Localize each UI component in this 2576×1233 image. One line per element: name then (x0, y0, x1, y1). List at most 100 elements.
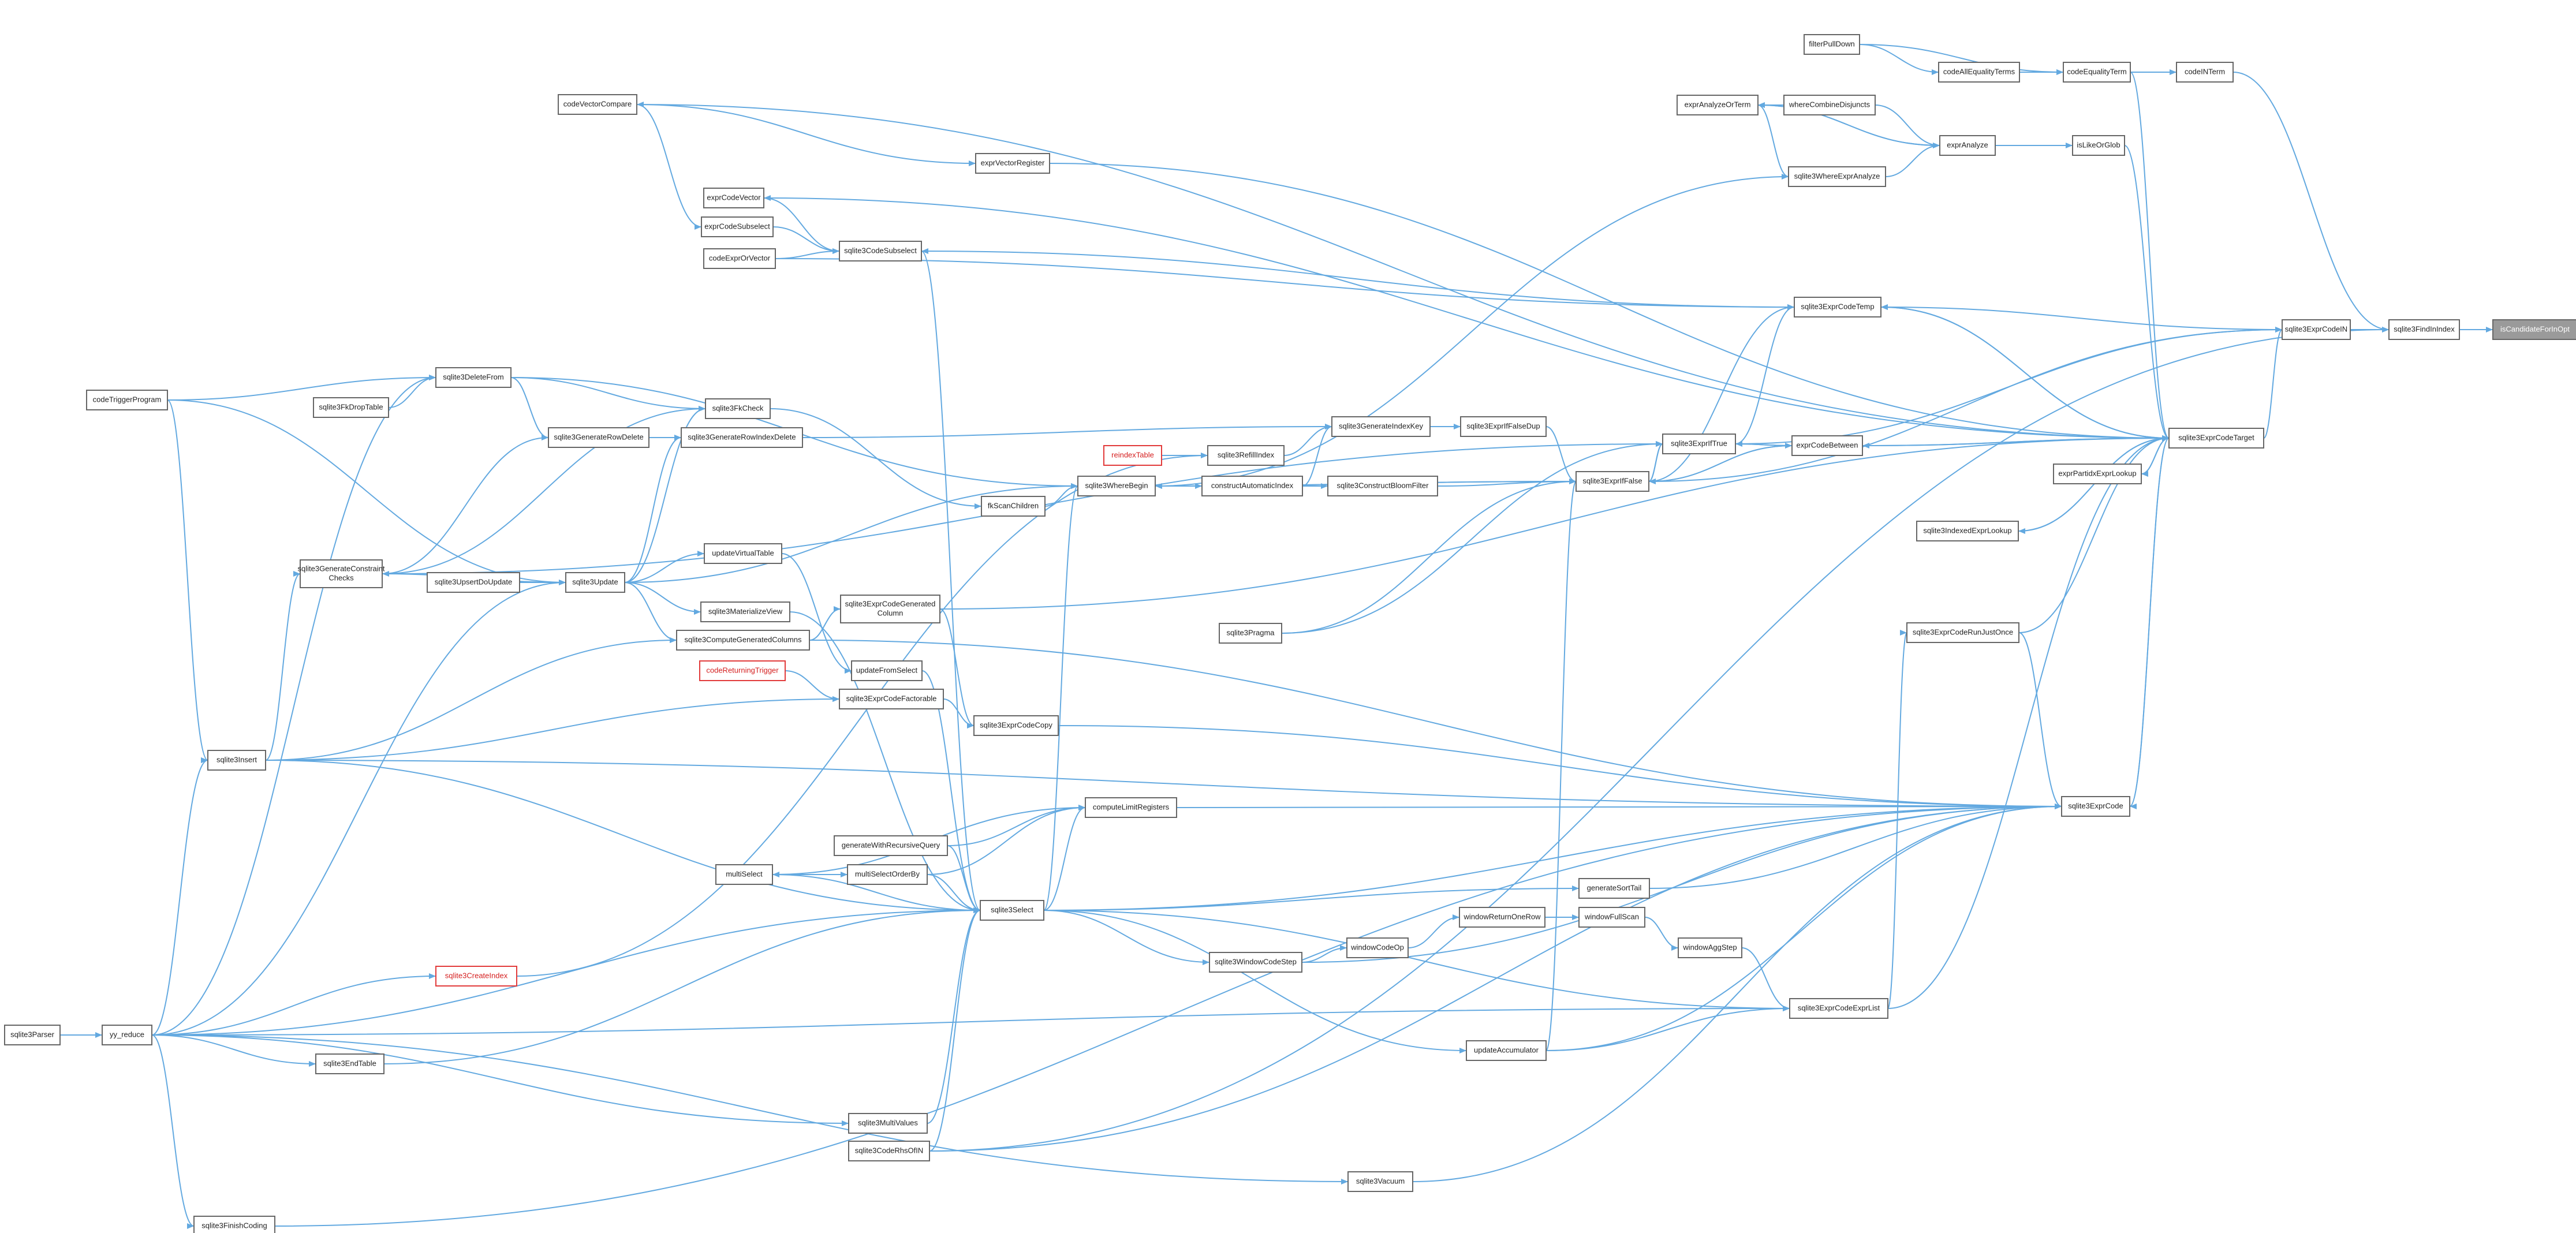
node-box[interactable] (313, 397, 389, 418)
node-box[interactable] (427, 572, 520, 593)
node-box[interactable] (2388, 319, 2460, 340)
node-sqlite3Vacuum[interactable]: sqlite3Vacuum (1347, 1171, 1413, 1192)
node-sqlite3WhereBegin[interactable]: sqlite3WhereBegin (1077, 476, 1156, 496)
node-updateAccumulator[interactable]: updateAccumulator (1466, 1040, 1547, 1061)
node-box[interactable] (703, 188, 764, 208)
node-sqlite3ExprIfFalse[interactable]: sqlite3ExprIfFalse (1576, 471, 1649, 492)
node-box[interactable] (1789, 998, 1888, 1019)
node-box[interactable] (2063, 62, 2131, 83)
node-codeEqualityTerm[interactable]: codeEqualityTerm (2063, 62, 2131, 83)
node-box[interactable] (703, 248, 776, 269)
node-sqlite3CodeRhsOfIN[interactable]: sqlite3CodeRhsOfIN (848, 1141, 930, 1161)
node-box[interactable] (102, 1025, 152, 1045)
node-sqlite3GenerateRowDelete[interactable]: sqlite3GenerateRowDelete (548, 427, 649, 448)
node-box[interactable] (2072, 135, 2125, 156)
node-box[interactable] (207, 750, 266, 771)
node-box[interactable] (1906, 622, 2019, 643)
node-box[interactable] (1459, 907, 1545, 928)
node-sqlite3FindInIndex[interactable]: sqlite3FindInIndex (2388, 319, 2460, 340)
node-sqlite3GenerateRowIndexDelete[interactable]: sqlite3GenerateRowIndexDelete (681, 427, 803, 448)
node-box[interactable] (2492, 319, 2576, 340)
node-box[interactable] (1085, 797, 1177, 818)
node-box[interactable] (1788, 166, 1886, 187)
node-sqlite3UpsertDoUpdate[interactable]: sqlite3UpsertDoUpdate (427, 572, 520, 593)
node-exprAnalyze[interactable]: exprAnalyze (1939, 135, 1996, 156)
node-constructAutomaticIndex[interactable]: constructAutomaticIndex (1201, 476, 1303, 496)
node-codeReturningTrigger[interactable]: codeReturningTrigger (699, 660, 786, 681)
node-box[interactable] (1466, 1040, 1547, 1061)
node-box[interactable] (1207, 445, 1285, 466)
node-box[interactable] (1662, 434, 1736, 454)
node-sqlite3Parser[interactable]: sqlite3Parser (4, 1025, 61, 1045)
node-box[interactable] (701, 216, 774, 237)
node-box[interactable] (2061, 796, 2130, 817)
node-box[interactable] (980, 900, 1044, 921)
node-box[interactable] (1578, 907, 1645, 928)
node-box[interactable] (1938, 62, 2020, 83)
node-exprCodeVector[interactable]: exprCodeVector (703, 188, 764, 208)
node-box[interactable] (1346, 937, 1409, 958)
node-box[interactable] (704, 543, 782, 564)
node-sqlite3ExprCodeFactorable[interactable]: sqlite3ExprCodeFactorable (839, 689, 944, 709)
node-box[interactable] (1578, 878, 1650, 899)
node-exprAnalyzeOrTerm[interactable]: exprAnalyzeOrTerm (1677, 95, 1759, 115)
node-sqlite3ExprCodeIN[interactable]: sqlite3ExprCodeIN (2282, 319, 2351, 340)
node-isLikeOrGlob[interactable]: isLikeOrGlob (2072, 135, 2125, 156)
node-sqlite3ExprIfTrue[interactable]: sqlite3ExprIfTrue (1662, 434, 1736, 454)
node-sqlite3FkDropTable[interactable]: sqlite3FkDropTable (313, 397, 389, 418)
node-updateFromSelect[interactable]: updateFromSelect (851, 660, 923, 681)
node-computeLimitRegisters[interactable]: computeLimitRegisters (1085, 797, 1177, 818)
node-box[interactable] (1576, 471, 1649, 492)
node-box[interactable] (1209, 952, 1302, 973)
node-box[interactable] (1460, 416, 1547, 437)
node-sqlite3Insert[interactable]: sqlite3Insert (207, 750, 266, 771)
node-sqlite3MultiValues[interactable]: sqlite3MultiValues (848, 1113, 928, 1134)
node-sqlite3MaterializeView[interactable]: sqlite3MaterializeView (700, 601, 790, 622)
node-sqlite3DeleteFrom[interactable]: sqlite3DeleteFrom (435, 367, 512, 388)
node-box[interactable] (975, 153, 1050, 174)
node-exprCodeBetween[interactable]: exprCodeBetween (1791, 435, 1863, 456)
node-box[interactable] (839, 689, 944, 709)
node-box[interactable] (1327, 476, 1438, 496)
node-fkScanChildren[interactable]: fkScanChildren (981, 496, 1046, 517)
node-sqlite3FkCheck[interactable]: sqlite3FkCheck (705, 398, 771, 419)
node-box[interactable] (1791, 435, 1863, 456)
node-windowAggStep[interactable]: windowAggStep (1678, 937, 1742, 958)
node-codeVectorCompare[interactable]: codeVectorCompare (558, 94, 637, 115)
node-box[interactable] (1677, 95, 1759, 115)
node-codeINTerm[interactable]: codeINTerm (2176, 62, 2234, 83)
node-sqlite3WhereExprAnalyze[interactable]: sqlite3WhereExprAnalyze (1788, 166, 1886, 187)
node-box[interactable] (848, 1113, 928, 1134)
node-sqlite3ExprCodeTemp[interactable]: sqlite3ExprCodeTemp (1794, 297, 1881, 317)
node-sqlite3WindowCodeStep[interactable]: sqlite3WindowCodeStep (1209, 952, 1302, 973)
node-sqlite3ComputeGeneratedColumns[interactable]: sqlite3ComputeGeneratedColumns (676, 630, 810, 651)
node-box[interactable] (848, 1141, 930, 1161)
node-windowCodeOp[interactable]: windowCodeOp (1346, 937, 1409, 958)
node-sqlite3Update[interactable]: sqlite3Update (565, 572, 625, 593)
node-sqlite3ExprCode[interactable]: sqlite3ExprCode (2061, 796, 2130, 817)
node-box[interactable] (700, 601, 790, 622)
node-box[interactable] (1103, 445, 1162, 466)
node-box[interactable] (1347, 1171, 1413, 1192)
node-box[interactable] (839, 241, 922, 261)
node-sqlite3RefillIndex[interactable]: sqlite3RefillIndex (1207, 445, 1285, 466)
node-box[interactable] (1794, 297, 1881, 317)
node-box[interactable] (2053, 464, 2142, 484)
node-sqlite3ExprIfFalseDup[interactable]: sqlite3ExprIfFalseDup (1460, 416, 1547, 437)
node-box[interactable] (699, 660, 786, 681)
node-sqlite3Select[interactable]: sqlite3Select (980, 900, 1044, 921)
node-whereCombineDisjuncts[interactable]: whereCombineDisjuncts (1783, 95, 1876, 115)
node-box[interactable] (1939, 135, 1996, 156)
node-box[interactable] (300, 559, 383, 588)
node-box[interactable] (2168, 428, 2264, 449)
node-box[interactable] (705, 398, 771, 419)
node-box[interactable] (565, 572, 625, 593)
node-box[interactable] (981, 496, 1046, 517)
node-exprCodeSubselect[interactable]: exprCodeSubselect (701, 216, 774, 237)
node-reindexTable[interactable]: reindexTable (1103, 445, 1162, 466)
node-codeAllEqualityTerms[interactable]: codeAllEqualityTerms (1938, 62, 2020, 83)
node-box[interactable] (676, 630, 810, 651)
node-windowReturnOneRow[interactable]: windowReturnOneRow (1459, 907, 1545, 928)
node-box[interactable] (4, 1025, 61, 1045)
